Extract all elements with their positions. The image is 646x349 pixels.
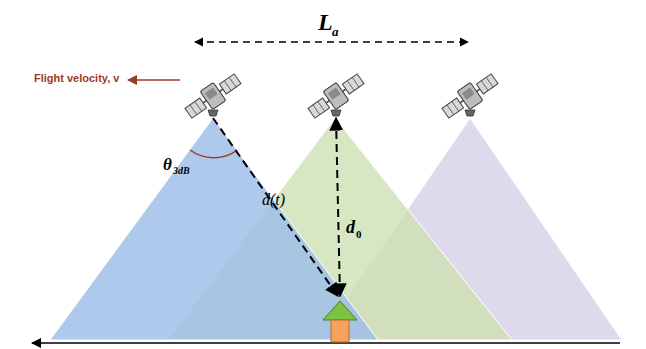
target-house <box>331 320 349 342</box>
satellite <box>182 70 244 122</box>
beamwidth-arc <box>190 150 236 158</box>
closest-range-line <box>336 118 340 296</box>
slant-range-line <box>213 118 338 296</box>
satellite <box>439 70 501 122</box>
closest-range-symbol: d <box>346 218 355 236</box>
beam-footprint <box>50 118 378 340</box>
beamwidth-symbol: θ <box>163 156 172 173</box>
closest-range-subscript: 0 <box>356 229 362 240</box>
aperture-arrow <box>195 41 468 42</box>
aperture-length-symbol: L <box>318 10 333 34</box>
slant-range-label: d(t) <box>262 192 285 208</box>
ground-line <box>32 342 620 344</box>
velocity-label: Flight velocity, v <box>34 73 119 84</box>
velocity-arrow <box>128 79 180 81</box>
target-roof <box>323 301 357 320</box>
aperture-length-subscript: a <box>332 25 339 38</box>
beamwidth-subscript: 3dB <box>173 166 190 176</box>
satellite <box>305 70 367 122</box>
